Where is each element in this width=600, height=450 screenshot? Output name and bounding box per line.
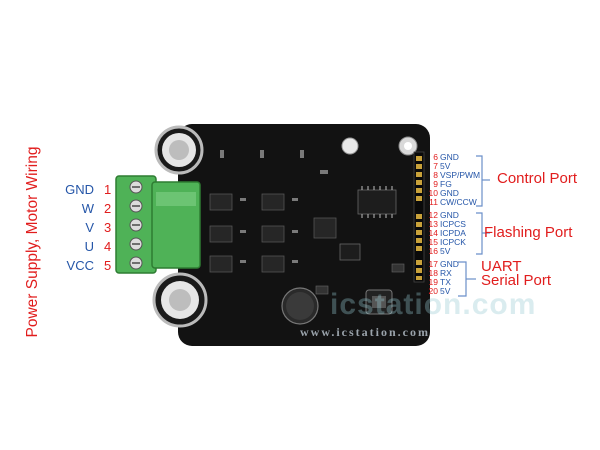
right-pin-number: 11: [429, 197, 438, 207]
right-pin-label: GND: [440, 188, 459, 198]
smd-diode: [391, 263, 405, 273]
right-pin-number: 20: [428, 286, 438, 296]
right-pin-label: 5V: [440, 161, 451, 171]
main-ic: [357, 189, 397, 215]
right-pin-label: CW/CCW: [440, 197, 477, 207]
right-pin-label: ICPCK: [440, 237, 466, 247]
right-pin-label: FG: [440, 179, 452, 189]
left-pin-label: U: [84, 239, 94, 254]
control-port-label: Control Port: [497, 170, 578, 187]
right-pin-label: 5V: [440, 246, 451, 256]
left-pin-label: V: [85, 220, 94, 235]
left-pin-number: 2: [104, 201, 112, 216]
left-pin-number: 3: [104, 220, 112, 235]
right-pin-number: 17: [428, 259, 438, 269]
port-brackets: [458, 155, 490, 297]
left-pin-label: W: [81, 201, 94, 216]
terminal-block-highlight: [156, 192, 196, 206]
flashing-port-label: Flashing Port: [484, 224, 573, 241]
right-pin-number: 15: [428, 237, 438, 247]
right-pin-number: 16: [428, 246, 438, 256]
right-pin-number: 19: [428, 277, 438, 287]
right-pin-label: GND: [440, 259, 459, 269]
uart-port-label: UART Serial Port: [481, 258, 552, 289]
right-pin-number: 12: [428, 210, 438, 220]
right-pin-number: 18: [428, 268, 438, 278]
right-pin-number: 9: [433, 179, 438, 189]
capacitor-100v-top: [286, 292, 314, 320]
watermark-brand: icstation.com: [330, 288, 537, 321]
right-pin-label: TX: [440, 277, 451, 287]
right-pin-number: 8: [433, 170, 438, 180]
right-pin-label: RX: [440, 268, 452, 278]
right-pin-label: GND: [440, 210, 459, 220]
left-pin-number: 1: [104, 182, 112, 197]
uart-port-line1: UART: [481, 258, 522, 275]
right-pin-number: 14: [428, 228, 438, 238]
right-pin-label: GND: [440, 152, 459, 162]
right-pin-number: 10: [428, 188, 438, 198]
small-ic: [339, 243, 361, 261]
right-pin-number: 7: [433, 161, 438, 171]
right-pin-label: 5V: [440, 286, 451, 296]
right-pin-number: 6: [433, 152, 438, 162]
inductor-top: [372, 296, 386, 308]
smd-diode: [315, 285, 329, 295]
right-pin-label: ICPCS: [440, 219, 466, 229]
left-pin-number: 4: [104, 239, 112, 254]
right-pin-number: 13: [428, 219, 438, 229]
right-pin-label: VSP/PWM: [440, 170, 481, 180]
left-pin-label: GND: [65, 182, 94, 197]
left-pin-label: VCC: [66, 258, 94, 273]
round-component: [341, 137, 359, 155]
capacitor-bottom-center: [169, 289, 191, 311]
left-pin-number: 5: [104, 258, 112, 273]
uart-port-line2: Serial Port: [481, 272, 552, 289]
watermark-url: www.icstation.com: [300, 325, 430, 339]
mounting-hole-center: [404, 142, 412, 150]
capacitor-top-center: [169, 140, 189, 160]
right-pin-label: ICPDA: [440, 228, 466, 238]
mosfet-grid: [209, 193, 337, 273]
